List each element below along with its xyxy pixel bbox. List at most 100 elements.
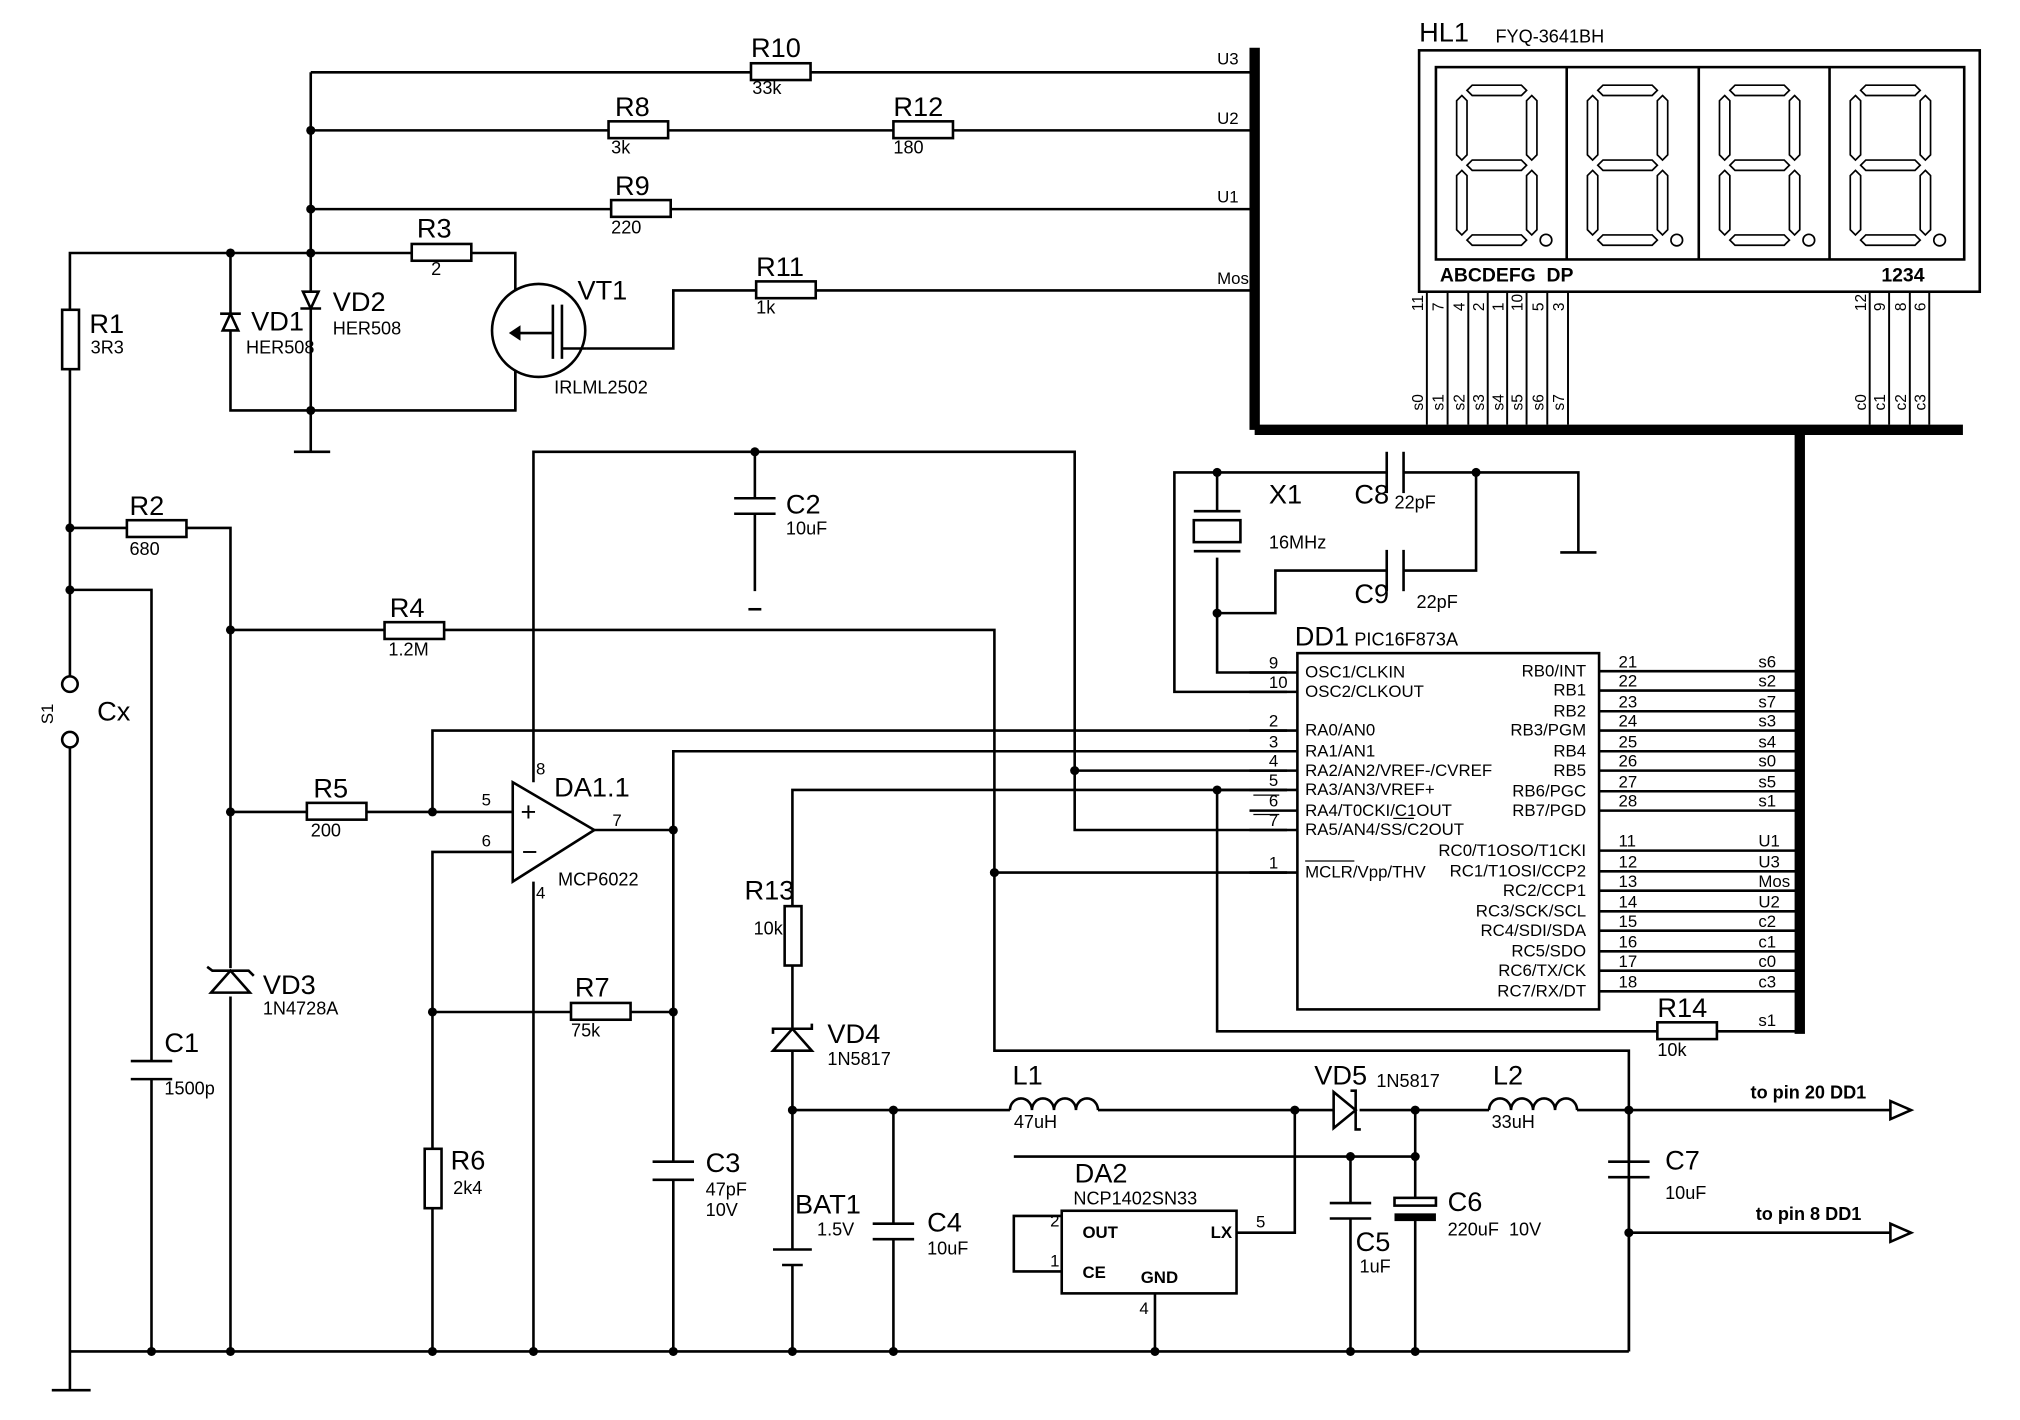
c3-ref: C3	[706, 1147, 741, 1178]
l1-ref: L1	[1013, 1059, 1043, 1090]
mcu-pin-number: 14	[1619, 892, 1638, 911]
crystal-x1: X1 16MHz	[1192, 478, 1326, 553]
r12-value: 180	[893, 138, 923, 158]
zener-vd3: VD3 1N4728A	[206, 965, 339, 1019]
output-arrows: to pin 20 DD1 to pin 8 DD1	[1751, 1082, 1915, 1244]
vd5-ref: VD5	[1314, 1059, 1367, 1090]
net-mos: Mos	[1217, 269, 1249, 288]
display-pin-net: s4	[1490, 394, 1507, 411]
mcu-pin-name: RA3/AN3/VREF+	[1305, 780, 1434, 799]
c2-ref: C2	[786, 489, 821, 520]
mcu-pin-net: s6	[1758, 652, 1776, 671]
mcu-pin-number: 7	[1269, 811, 1278, 830]
display-pin-net: s6	[1530, 394, 1547, 410]
display-pin-net: s7	[1551, 394, 1568, 410]
display-pin-net: s1	[1431, 394, 1448, 410]
mcu-pin-number: 10	[1269, 673, 1288, 692]
mcu-pin-number: 11	[1619, 832, 1636, 851]
mcu-pin-number: 4	[1269, 752, 1278, 771]
r7-value: 75k	[571, 1021, 601, 1041]
regulator-da2: DA2 NCP1402SN33 OUT CE GND LX 2 1 4 5	[1050, 1157, 1265, 1318]
opamp-pin8: 8	[536, 760, 545, 779]
display-pin-number: 6	[1912, 302, 1929, 311]
mcu-pin-number: 24	[1619, 712, 1638, 731]
display-pin-number: 7	[1431, 302, 1448, 311]
inductor-l2: L2 33uH	[1487, 1059, 1579, 1132]
mcu-pin-number: 28	[1619, 792, 1638, 811]
display-pin-net: s2	[1451, 394, 1468, 410]
display-digit-4	[1849, 84, 1947, 247]
diode-vd2: VD2 HER508	[300, 286, 401, 338]
display-segment-d	[1596, 234, 1659, 247]
da2-pin4: 4	[1139, 1299, 1148, 1318]
display-pin-net: s0	[1410, 394, 1427, 411]
mcu-pin-net: s1	[1758, 792, 1776, 811]
display-pin-number: 2	[1471, 302, 1488, 311]
mcu-pin-net: s2	[1758, 672, 1776, 691]
r11-value: 1k	[756, 298, 776, 318]
display-segment-d	[1728, 234, 1791, 247]
resistor-r9: R9 220	[609, 170, 673, 238]
output-pin8-label: to pin 8 DD1	[1756, 1204, 1862, 1224]
crystal-wiring	[1173, 471, 1597, 694]
mcu-pin-name: RB6/PGC	[1512, 781, 1586, 800]
vd3-ref: VD3	[263, 969, 316, 1000]
mcu-pin-name: RC6/TX/CK	[1498, 961, 1587, 980]
r14-ref: R14	[1657, 992, 1707, 1023]
r8-ref: R8	[615, 91, 650, 122]
mcu-pin-name: RC7/RX/DT	[1497, 982, 1586, 1001]
display-pin-net: c0	[1853, 394, 1870, 411]
r1-ref: R1	[89, 308, 124, 339]
opamp-minus: −	[522, 836, 538, 867]
display-segment-b	[1656, 94, 1669, 162]
r7-ref: R7	[575, 972, 610, 1003]
da2-out-label: OUT	[1082, 1223, 1118, 1242]
display-pin-number: 4	[1451, 302, 1468, 311]
display-segment-g	[1728, 159, 1791, 172]
display-digit-1	[1455, 84, 1553, 247]
resistor-r4: R4 1.2M	[383, 592, 446, 660]
r5-ref: R5	[313, 773, 348, 804]
display-segment-c	[1788, 169, 1801, 237]
resistor-r7: R7 75k	[569, 972, 632, 1041]
display-segment-c	[1919, 169, 1932, 237]
capacitor-c3: C3 47pF 10V	[652, 1147, 747, 1220]
mcu-pin-number: 18	[1619, 972, 1638, 991]
vd3-value: 1N4728A	[263, 999, 339, 1019]
mcu-pin-number: 5	[1269, 771, 1278, 790]
display-pin-number: 12	[1853, 294, 1870, 311]
c6-value: 220uF 10V	[1448, 1219, 1542, 1239]
display-dp	[1539, 233, 1553, 247]
capacitor-c4: C4 10uF	[872, 1206, 968, 1259]
opamp-pin5: 5	[482, 790, 491, 809]
diode-vd4: VD4 1N5817	[770, 1018, 891, 1069]
mcu-pin-name: OSC1/CLKIN	[1305, 663, 1405, 682]
mcu-pin-net: U3	[1758, 852, 1780, 871]
mcu-pin-name: RA0/AN0	[1305, 721, 1375, 740]
capacitor-c7: C7 10uF	[1608, 1145, 1706, 1203]
da2-value: NCP1402SN33	[1073, 1188, 1197, 1208]
hl1-ref: HL1	[1419, 16, 1469, 47]
vd2-ref: VD2	[333, 286, 386, 317]
mcu-pin-name: RC3/SCK/SCL	[1476, 901, 1586, 920]
display-segment-a	[1859, 84, 1922, 97]
mcu-pin-name: RC4/SDI/SDA	[1480, 921, 1586, 940]
display-pin-net: s3	[1471, 394, 1488, 410]
display-pin-number: 11	[1410, 295, 1427, 311]
battery-bat1: BAT1 1.5V	[772, 1188, 861, 1267]
vd1-ref: VD1	[251, 305, 304, 336]
mcu-pin-net: c1	[1758, 932, 1776, 951]
opamp-pin7: 7	[612, 811, 621, 830]
r10-ref: R10	[751, 32, 801, 63]
da2-ce-label: CE	[1082, 1263, 1105, 1282]
display-digit-3	[1718, 84, 1816, 247]
mcu-pin-name: RA4/T0CKI/C1OUT	[1305, 801, 1452, 820]
mcu-pin-number: 17	[1619, 952, 1638, 971]
mcu-pin-net: Mos	[1758, 872, 1790, 891]
display-segment-g	[1596, 159, 1659, 172]
r4-ref: R4	[390, 592, 425, 623]
mcu-pin-number: 1	[1269, 854, 1278, 873]
r1-value: 3R3	[91, 338, 124, 358]
mcu-pin-name: RB4	[1553, 741, 1586, 760]
